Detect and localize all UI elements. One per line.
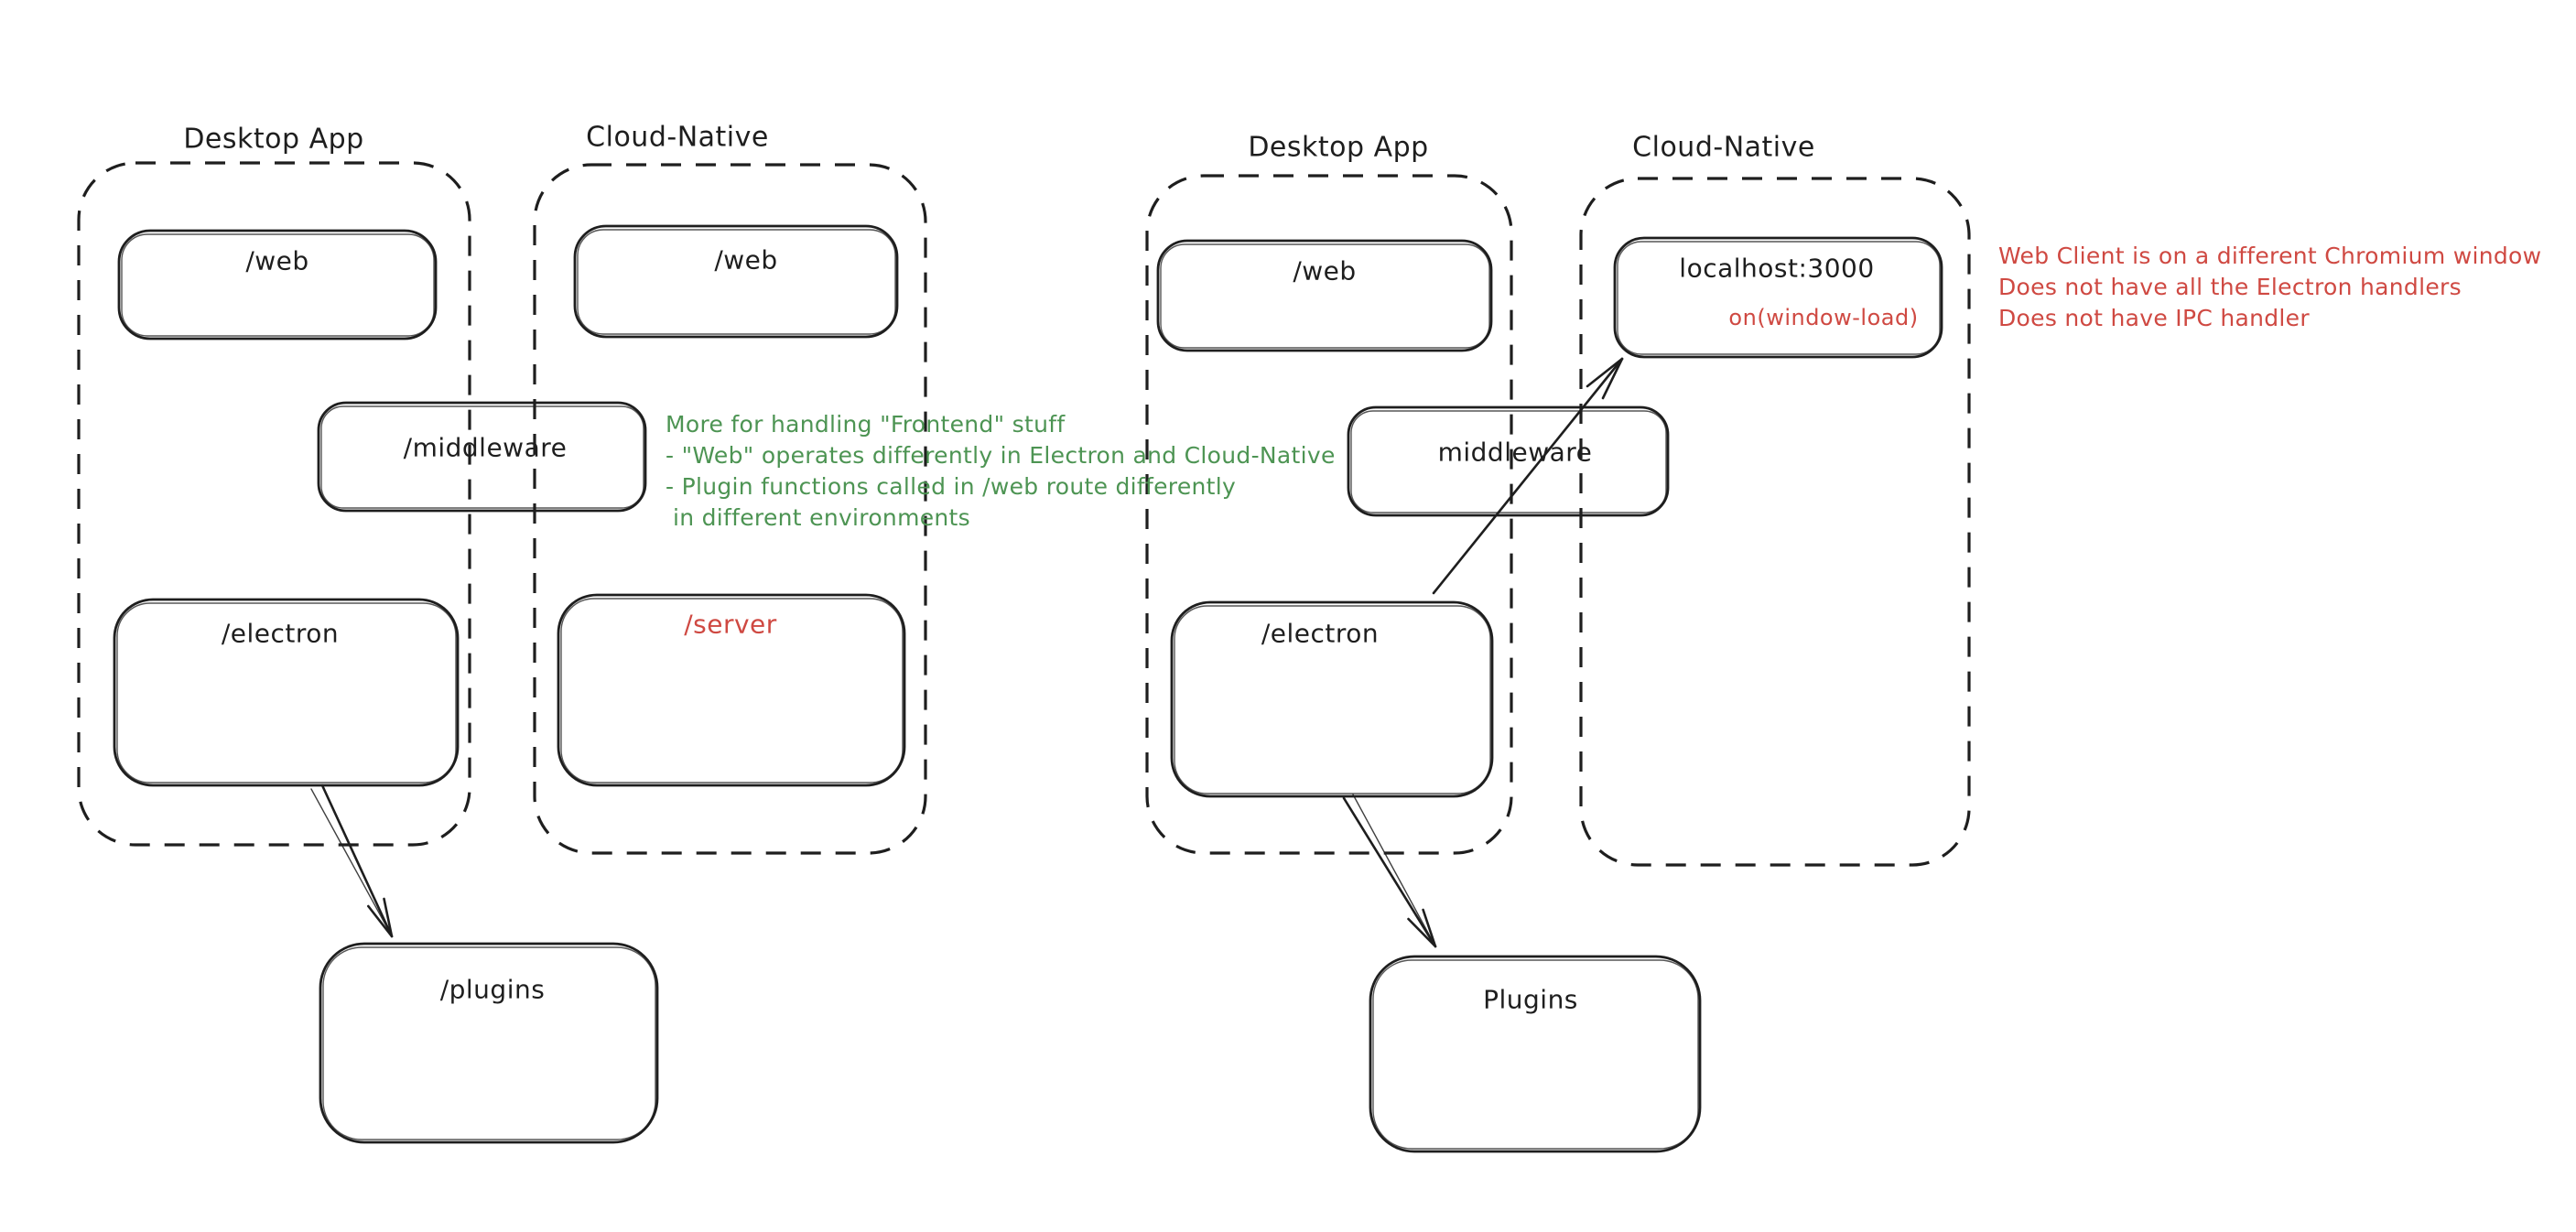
left-server-box-sketch	[560, 598, 904, 784]
left-plugins-box[interactable]	[319, 942, 659, 1144]
right-electron-box-sketch	[1174, 605, 1491, 794]
left-desktop-app-container[interactable]	[77, 161, 471, 847]
right-middleware-label: middleware	[1437, 437, 1593, 468]
left-web-desktop-box-sketch	[121, 233, 435, 337]
right-on-window-load-label: on(window-load)	[1728, 305, 1919, 330]
left-server-box[interactable]	[557, 593, 906, 787]
right-plugins-label: Plugins	[1483, 984, 1578, 1015]
arrow-head	[383, 897, 394, 938]
left-middleware-label: /middleware	[403, 432, 568, 463]
left-cloud-native-title[interactable]: Cloud-Native	[586, 121, 769, 154]
right-web-label: /web	[1293, 255, 1357, 286]
arrow-right-electron-to-localhost[interactable]	[1432, 357, 1624, 595]
right-electron-label: /electron	[1261, 618, 1380, 649]
right-cloud-native-title[interactable]: Cloud-Native	[1632, 131, 1815, 164]
green-note-line-2: - "Web" operates differently in Electron…	[666, 442, 1336, 469]
arrow-left-electron-to-plugins[interactable]	[310, 784, 394, 938]
right-plugins-box[interactable]	[1369, 955, 1702, 1153]
left-electron-box[interactable]	[113, 598, 460, 787]
right-plugins-box-sketch	[1372, 959, 1699, 1150]
right-web-box-sketch	[1160, 243, 1490, 349]
right-middleware-box[interactable]	[1347, 405, 1670, 517]
left-web-desktop-label: /web	[245, 245, 309, 276]
right-localhost-box[interactable]	[1613, 236, 1943, 359]
left-middleware-box-sketch	[320, 405, 644, 509]
arrow-shaft	[1432, 357, 1624, 595]
green-note-line-1: More for handling "Frontend" stuff	[666, 411, 1066, 438]
right-localhost-label: localhost:3000	[1679, 253, 1875, 284]
left-web-cloud-box-sketch	[577, 229, 896, 335]
right-desktop-app-container[interactable]	[1145, 174, 1513, 855]
arrow-head	[1407, 917, 1437, 948]
red-note[interactable]: Web Client is on a different Chromium wi…	[1998, 241, 2541, 334]
right-localhost-box-sketch	[1617, 241, 1941, 355]
arrow-shaft	[320, 784, 394, 938]
left-web-desktop-box[interactable]	[117, 229, 438, 340]
green-note[interactable]: More for handling "Frontend" stuff - "We…	[666, 409, 1336, 534]
left-middleware-box[interactable]	[317, 401, 647, 513]
arrow-shaft-sketch	[1352, 794, 1435, 946]
arrow-shaft-sketch	[310, 788, 392, 935]
arrow-right-electron-to-plugins[interactable]	[1342, 794, 1437, 948]
right-electron-box[interactable]	[1170, 600, 1494, 798]
arrow-head	[1422, 908, 1437, 948]
left-cloud-native-container[interactable]	[533, 163, 927, 855]
right-cloud-native-container[interactable]	[1579, 177, 1971, 867]
left-plugins-box-sketch	[322, 946, 656, 1140]
arrow-head	[1601, 357, 1624, 400]
red-note-line-2: Does not have all the Electron handlers	[1998, 274, 2462, 300]
left-electron-box-sketch	[116, 602, 457, 784]
green-note-line-4: in different environments	[673, 504, 970, 531]
left-electron-label: /electron	[221, 618, 340, 649]
left-server-label: /server	[684, 609, 777, 640]
left-plugins-label: /plugins	[439, 974, 546, 1005]
left-web-cloud-box[interactable]	[573, 224, 899, 339]
right-desktop-app-title[interactable]: Desktop App	[1248, 131, 1429, 164]
red-note-line-1: Web Client is on a different Chromium wi…	[1998, 243, 2542, 269]
left-desktop-app-title[interactable]: Desktop App	[183, 123, 364, 156]
right-web-box[interactable]	[1156, 239, 1493, 352]
red-note-line-3: Does not have IPC handler	[1998, 305, 2310, 331]
left-web-cloud-label: /web	[714, 244, 778, 276]
arrow-head	[1586, 357, 1624, 388]
arrow-shaft	[1342, 796, 1437, 948]
arrow-head	[367, 904, 394, 938]
green-note-line-3: - Plugin functions called in /web route …	[666, 473, 1237, 500]
right-middleware-box-sketch	[1350, 410, 1667, 513]
